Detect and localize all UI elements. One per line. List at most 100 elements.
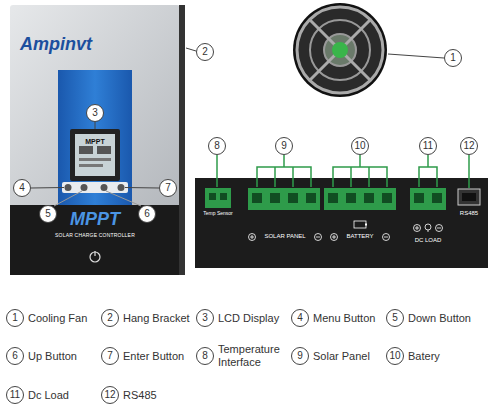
callout-number: 1 [6,309,24,327]
controller-front: AmpinvtMPPTSOLAR CHARGE CONTROLLERMPPT [10,5,180,275]
plus-symbol [252,235,253,239]
bracket [350,167,352,187]
fan-grille [310,20,370,80]
minus-symbol [315,234,322,241]
callout-number: 8 [196,347,214,365]
fan-ring [297,7,383,93]
leader-line [216,155,218,187]
plus-symbol [417,226,418,230]
model-text: MPPT [70,210,120,230]
callout-number: 4 [291,309,309,327]
callout-number: 11 [6,386,24,404]
callout-number: 10 [351,137,369,155]
minus-symbol [316,237,320,238]
terminal [270,193,280,203]
part-name: Solar Panel [313,350,385,363]
solar-terminal-block [248,188,320,210]
terminal [414,193,424,203]
callout-number: 10 [386,347,404,365]
bulb-symbol [428,230,429,232]
enter-button [118,184,125,191]
leader-line [468,155,470,188]
product-text: SOLAR CHARGE CONTROLLER [55,233,135,239]
fan-body [293,3,387,97]
part-name: Up Button [28,350,100,363]
minus-symbol [384,237,388,238]
part-name: Temperature Interface [218,343,290,368]
bracket-lines [217,155,469,188]
terminal-panel: Temp SensorSOLAR PANELBATTERYDC LOADRS48… [195,178,488,268]
callout-number: 5 [39,205,57,223]
leader-line [54,191,82,206]
terminal [432,193,442,203]
leader-line [186,48,196,51]
lcd-segment [79,158,111,161]
minus-symbol [383,234,390,241]
lcd-segment [79,146,93,154]
battery-terminal-block [324,188,396,210]
part-name: LCD Display [218,312,290,325]
minus-symbol [436,225,443,232]
load-terminal-block [410,188,446,210]
callout-number: 12 [101,386,119,404]
bracket [368,167,370,187]
bracket [419,167,437,187]
brand-logo: Ampinvt [20,35,92,55]
leader-line [106,191,141,206]
temp-connector [205,188,231,208]
bracket [283,155,285,167]
callout-number: 6 [138,205,156,223]
port-label: SOLAR PANEL [264,233,305,240]
lcd-segment [97,146,111,154]
battery-symbol [354,221,366,228]
lcd-screen [75,134,115,176]
bracket [274,167,276,187]
down-button [81,184,88,191]
button-strip [62,182,128,193]
callout-number: 7 [159,179,177,197]
terminal [328,193,338,203]
callout-number: 9 [291,347,309,365]
base [10,205,180,275]
terminal [252,193,262,203]
terminal [346,193,356,203]
fan-grille [310,20,370,80]
callout-number: 3 [196,309,214,327]
callout-number: 3 [86,104,104,122]
port-label: Temp Sensor [203,211,232,217]
minus-symbol [437,228,441,229]
cooling-fan [293,3,387,97]
callout-number: 5 [386,309,404,327]
terminal-panel [195,178,488,268]
menu-button [65,184,72,191]
bulb-symbol [425,224,431,230]
polarity-symbols [249,221,443,241]
fan-hub [332,42,348,58]
controller-housing [10,5,185,275]
bracket [359,155,361,167]
power-button [94,251,95,256]
callout-number: 6 [6,347,24,365]
part-name: Menu Button [313,312,385,325]
callout-number: 2 [196,43,214,61]
front-panel [10,5,180,210]
callout-number: 1 [444,49,462,67]
battery-symbol [365,224,367,226]
part-name: Batery [408,350,480,363]
part-name: Cooling Fan [28,312,100,325]
hang-bracket [179,5,185,275]
callout-number: 12 [460,137,478,155]
leader-line [31,187,64,189]
leader-line [125,187,159,189]
terminal [288,193,298,203]
leader-line [95,122,96,129]
bracket [257,167,311,187]
plus-symbol [331,234,338,241]
plus-symbol [414,225,421,232]
callout-number: 7 [101,347,119,365]
fan-grille [310,20,370,80]
power-button [90,252,100,262]
plus-symbol [249,234,256,241]
lcd-frame [70,129,120,181]
